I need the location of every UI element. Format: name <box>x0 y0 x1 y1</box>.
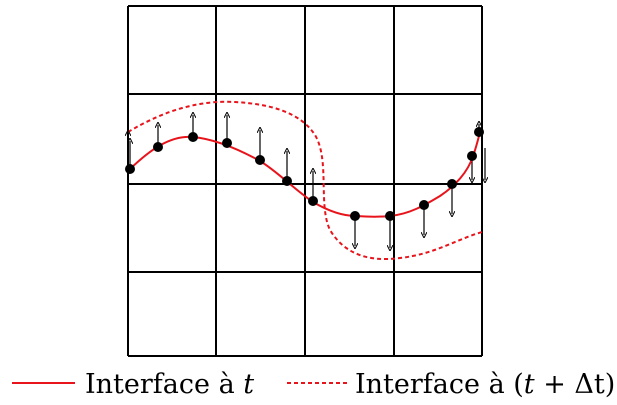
mesh-grid <box>127 5 483 357</box>
marker-point <box>419 200 429 210</box>
marker-point <box>125 164 135 174</box>
legend-item-interface-t: Interface à t <box>12 369 254 400</box>
interface-curve-t-plus-dt <box>128 100 482 261</box>
marker-point <box>467 151 477 161</box>
marker-point <box>350 211 360 221</box>
marker-point <box>282 176 292 186</box>
legend: Interface à t Interface à (t + Δt) <box>12 369 615 400</box>
marker-points <box>125 127 484 221</box>
marker-point <box>474 127 484 137</box>
marker-point <box>308 196 318 206</box>
legend-label-interface-t-dt: Interface à (t + Δt) <box>355 369 615 400</box>
legend-label-interface-t: Interface à t <box>85 369 254 400</box>
marker-point <box>255 155 265 165</box>
marker-point <box>153 142 163 152</box>
marker-point <box>222 138 232 148</box>
marker-point <box>447 179 457 189</box>
marker-point <box>385 211 395 221</box>
velocity-arrows <box>128 115 485 248</box>
marker-point <box>188 132 198 142</box>
legend-item-interface-t-dt: Interface à (t + Δt) <box>287 369 615 400</box>
